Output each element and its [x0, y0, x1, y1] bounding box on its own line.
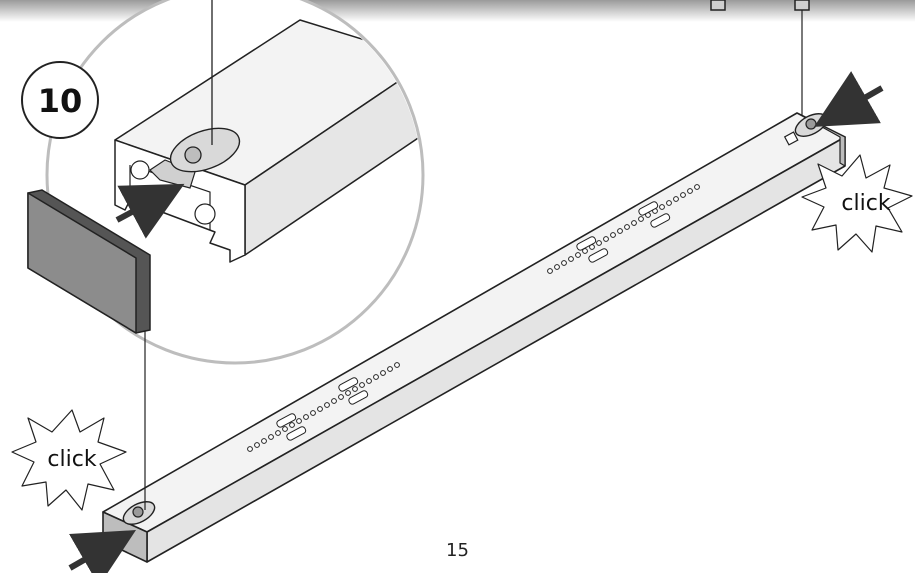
- ceiling-hook-left: [710, 0, 726, 11]
- left-mount-screw: [122, 501, 156, 525]
- detail-hole-left: [130, 160, 150, 180]
- right-end-marker: [783, 131, 799, 146]
- click-burst-right: click: [801, 154, 913, 253]
- led-row-left: [247, 362, 400, 452]
- page-number: 15: [446, 540, 469, 561]
- led-row-right: [547, 184, 700, 274]
- detail-clip-bracket: [149, 159, 196, 189]
- step-badge: 10: [21, 61, 99, 139]
- click-label-right: click: [841, 191, 890, 216]
- ceiling-hook-right: [794, 0, 810, 11]
- detail-insert-arrow: [115, 183, 185, 239]
- detail-screw: [184, 146, 202, 164]
- right-end-cap: [796, 112, 846, 167]
- step-number: 10: [38, 82, 83, 120]
- detail-hole-right: [194, 203, 216, 225]
- click-burst-left: click: [11, 409, 127, 511]
- detail-callout: [45, 0, 425, 365]
- push-arrow-left: [68, 530, 137, 573]
- diffuser-panel: [27, 189, 151, 334]
- push-arrow-right: [813, 71, 884, 127]
- click-label-left: click: [47, 447, 96, 472]
